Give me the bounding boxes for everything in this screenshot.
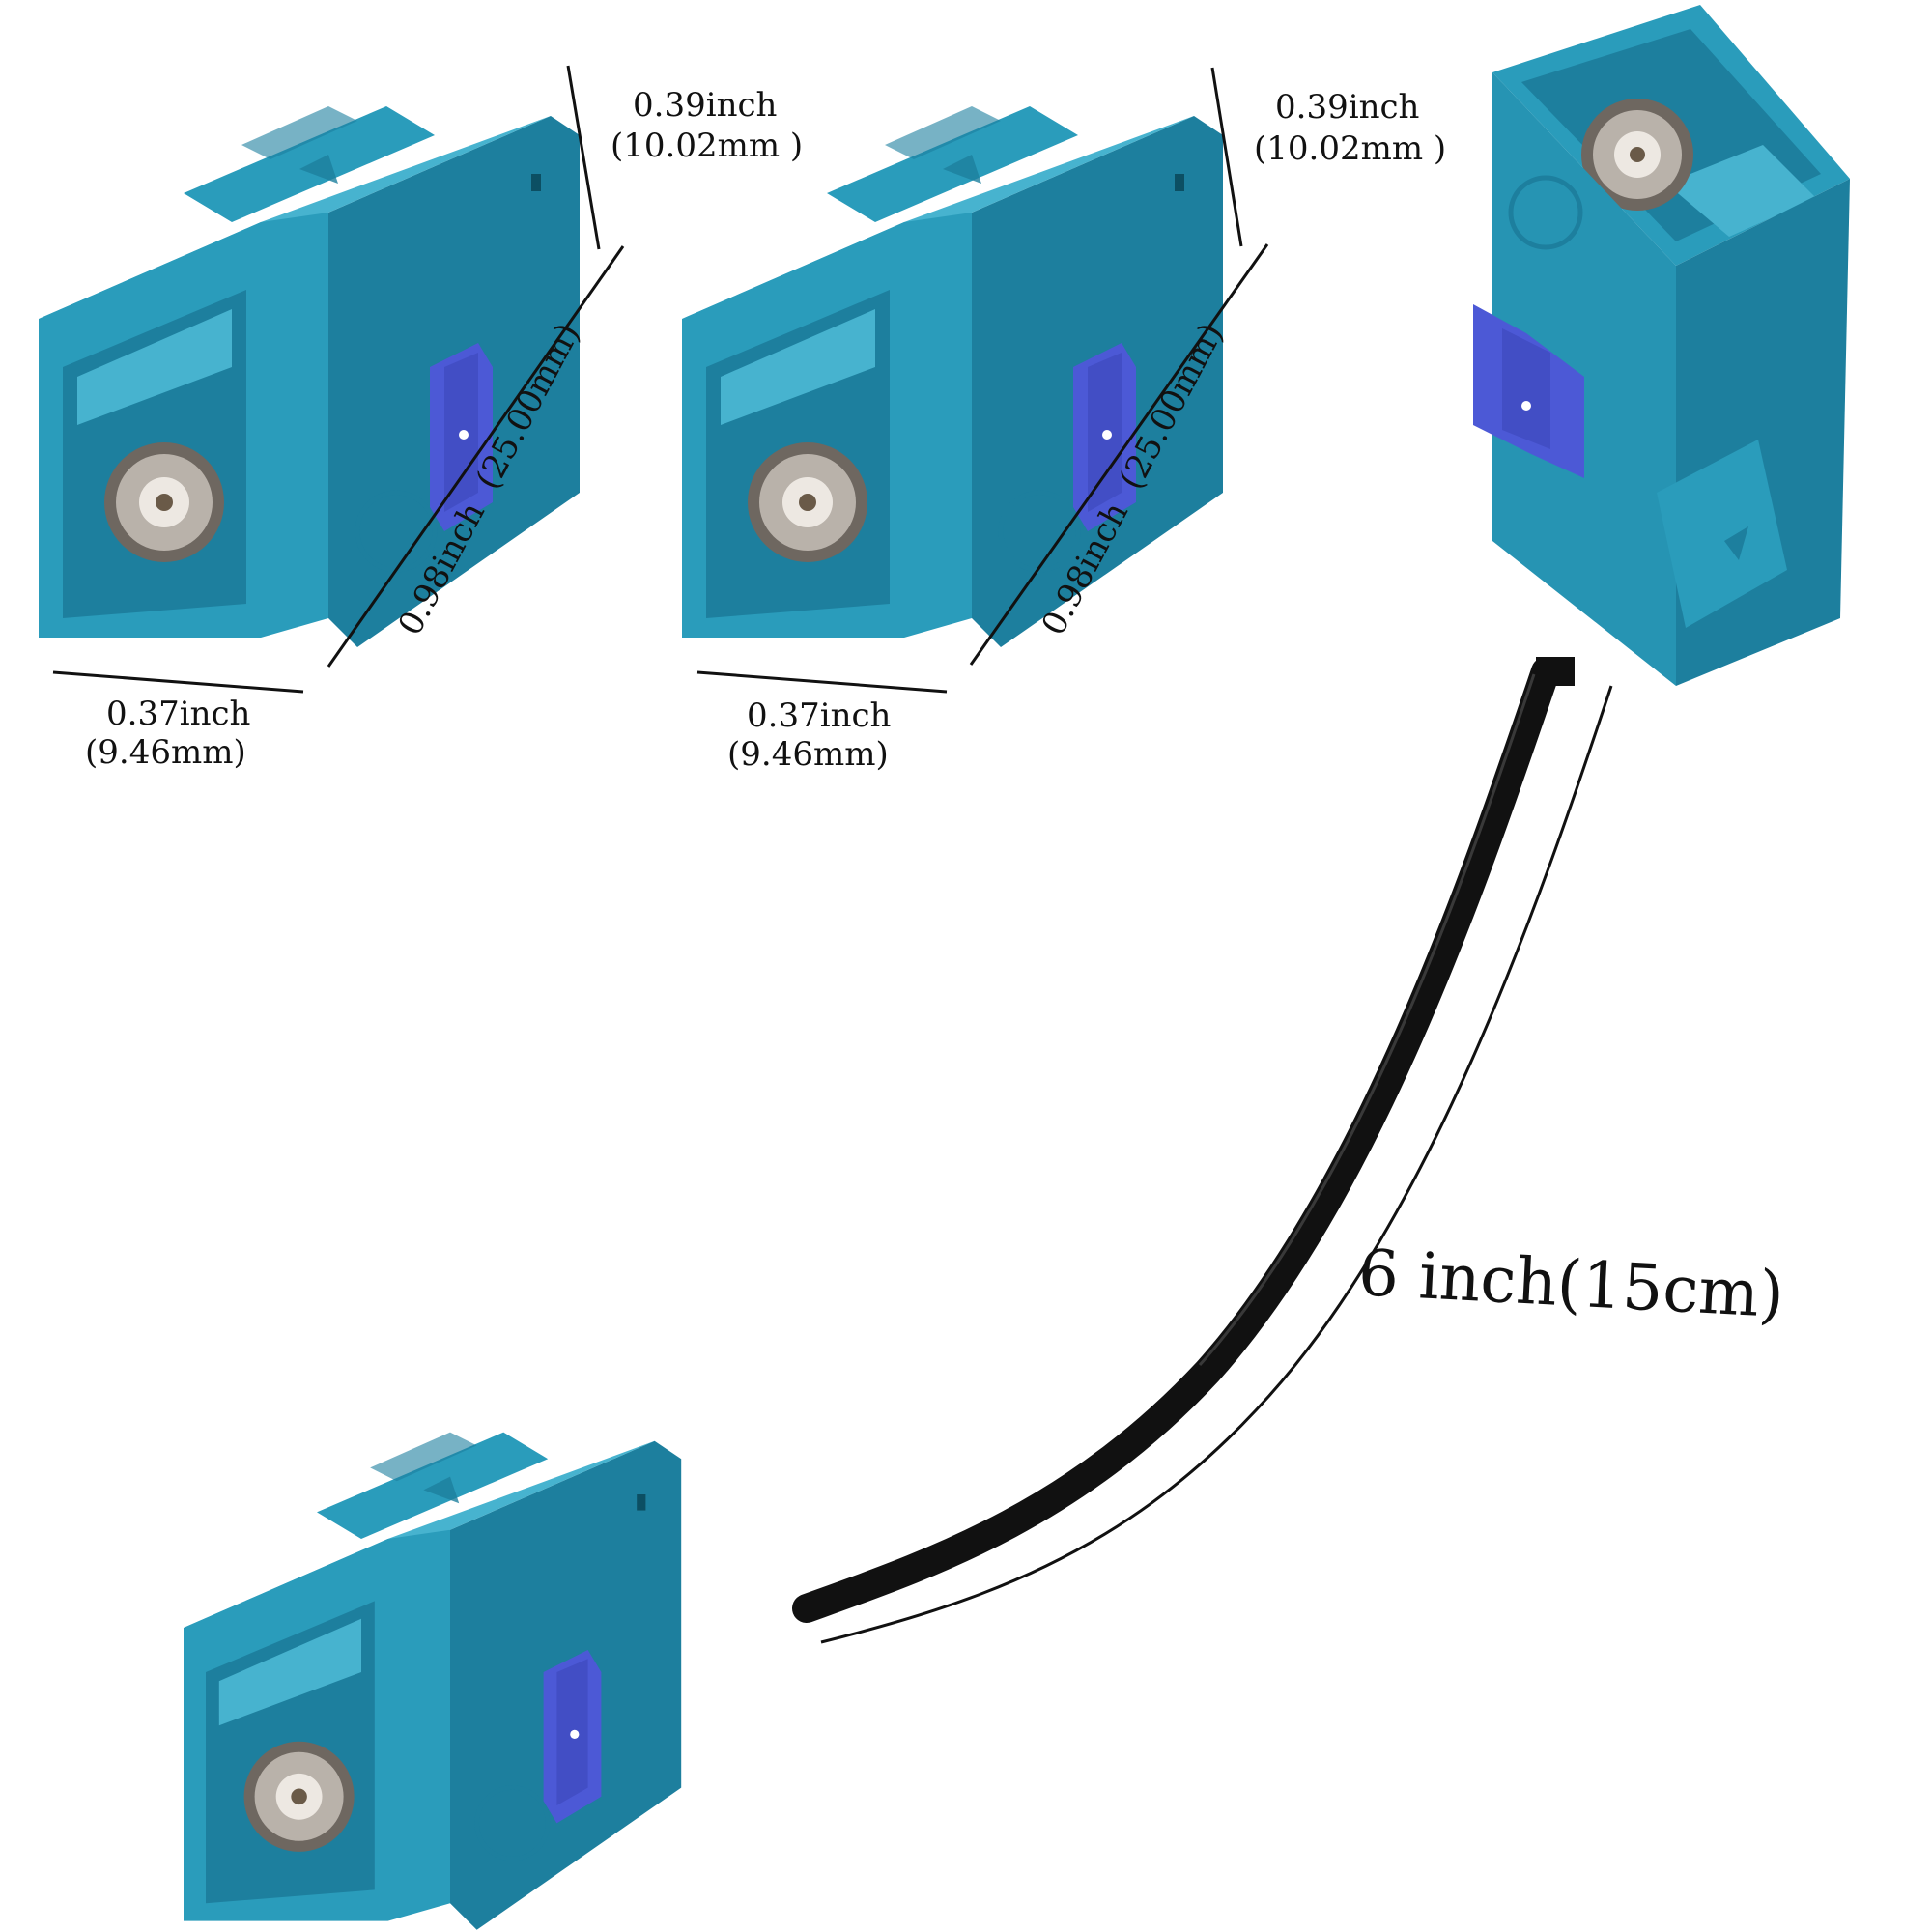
height-dimension-line [1210,67,1243,247]
length-dimension-line [969,243,1269,666]
connector-d [184,1432,682,1930]
connector-a-height-inch: 0.39inch [633,86,777,125]
connector-b [682,106,1223,647]
cable [792,657,1560,1623]
connector-a-dimensions [52,65,625,694]
connector-a-width-inch: 0.37inch [106,695,250,733]
width-dimension-line [696,670,948,694]
length-dimension-line [327,245,625,668]
cable-length-label: 6 inch(15cm) [1356,1236,1786,1332]
height-dimension-line [566,65,601,250]
connector-a [39,106,580,647]
cable-length-dimension-line [820,685,1613,1644]
connector-a-width-mm: (9.46mm) [85,733,246,772]
width-dimension-line [52,670,304,694]
connector-b-height-inch: 0.39inch [1275,88,1419,127]
connector-c [1473,5,1850,686]
connector-b-width-mm: (9.46mm) [727,735,889,774]
connector-b-height-mm: (10.02mm ) [1254,129,1446,168]
connector-b-width-inch: 0.37inch [747,696,891,735]
connector-a-height-mm: (10.02mm ) [611,127,803,165]
connector-b-dimensions [696,67,1269,694]
